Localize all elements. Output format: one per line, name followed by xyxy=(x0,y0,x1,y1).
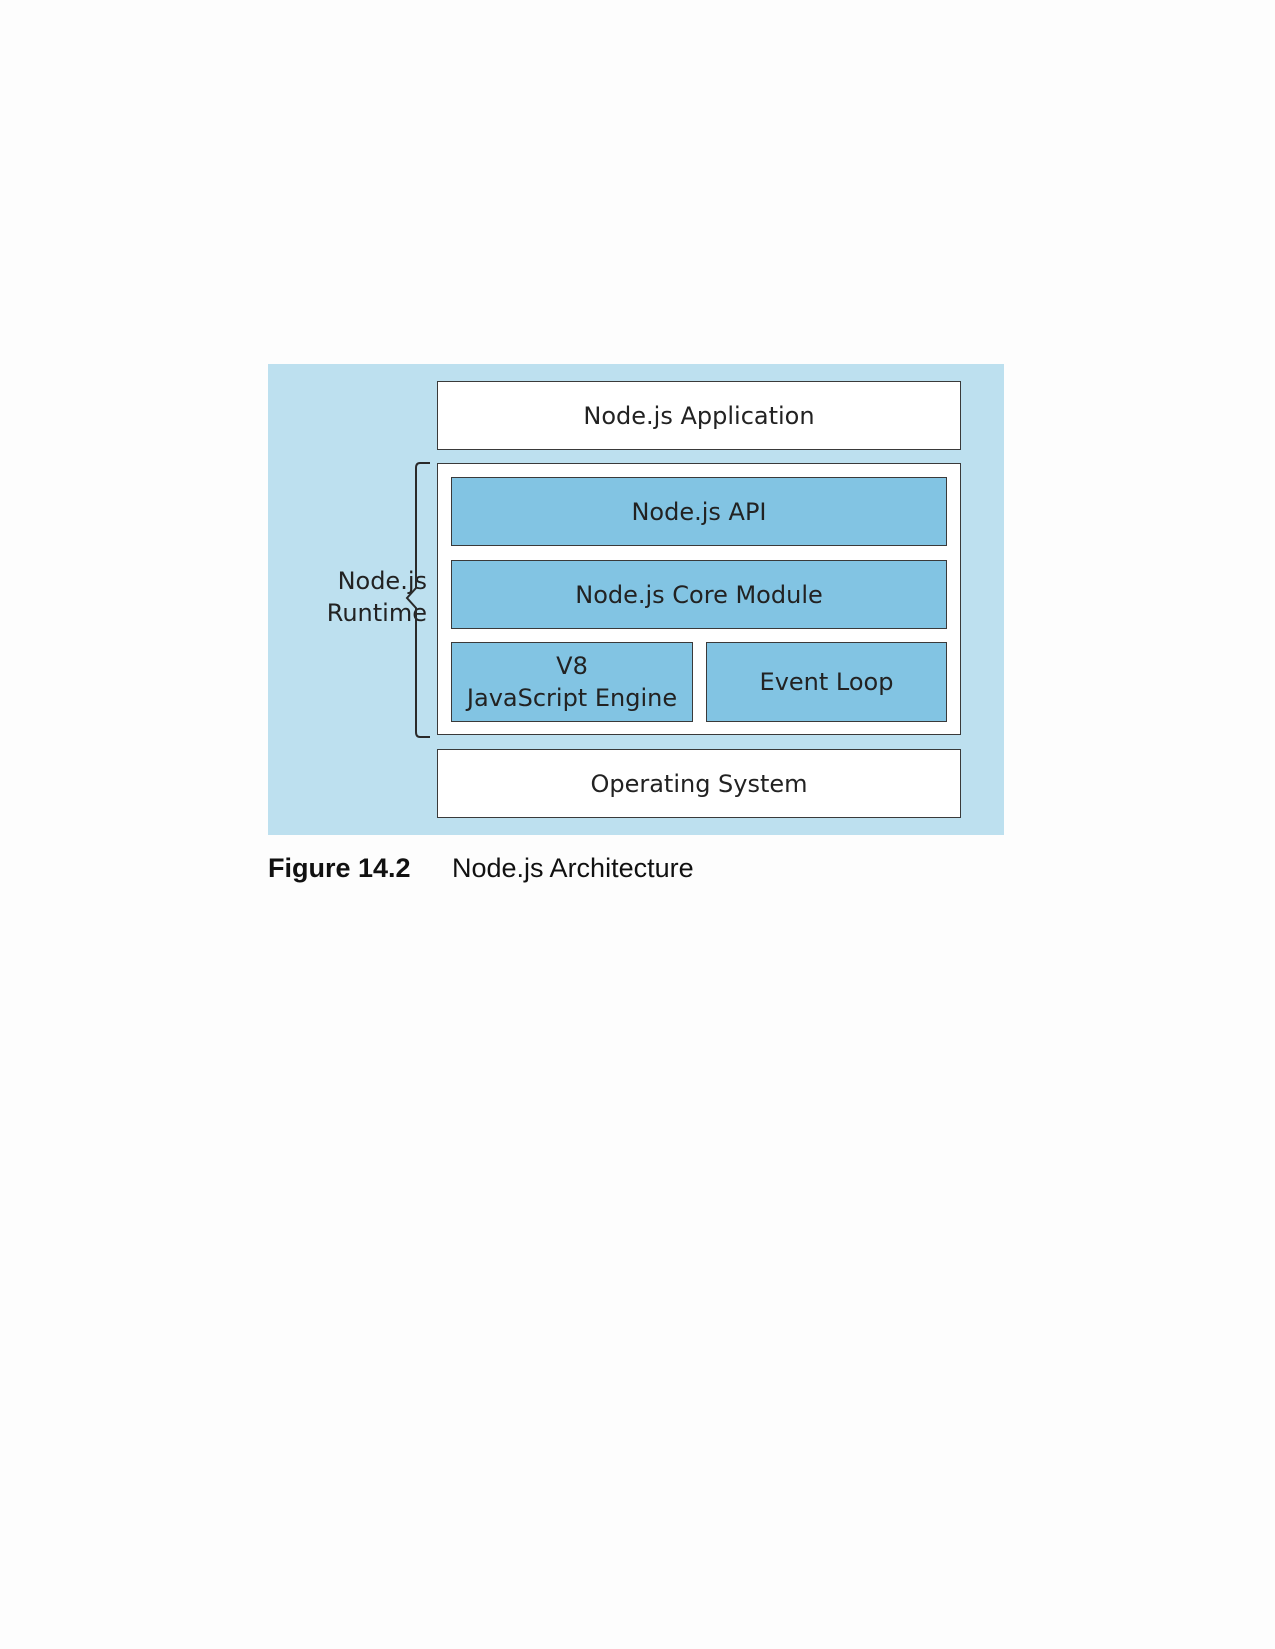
application-layer-box: Node.js Application xyxy=(437,381,961,450)
runtime-brace-icon xyxy=(405,462,430,738)
core-module-label: Node.js Core Module xyxy=(575,580,823,609)
v8-engine-box: V8 JavaScript Engine xyxy=(451,642,693,722)
api-label: Node.js API xyxy=(631,497,767,526)
event-loop-label: Event Loop xyxy=(759,668,894,696)
core-module-box: Node.js Core Module xyxy=(451,560,947,629)
operating-system-layer-box: Operating System xyxy=(437,749,961,818)
runtime-label-line-2: Runtime xyxy=(326,599,427,627)
figure-number: Figure 14.2 xyxy=(268,853,411,883)
runtime-label-line-1: Node.js xyxy=(337,567,427,595)
operating-system-label: Operating System xyxy=(590,769,808,798)
application-layer-label: Node.js Application xyxy=(583,401,815,430)
figure-title: Node.js Architecture xyxy=(452,853,694,883)
javascript-engine-label: JavaScript Engine xyxy=(466,684,678,712)
runtime-label: Node.js Runtime xyxy=(327,565,427,629)
v8-label: V8 xyxy=(556,652,588,680)
event-loop-box: Event Loop xyxy=(706,642,947,722)
figure-caption: Figure 14.2 Node.js Architecture xyxy=(268,853,694,884)
api-box: Node.js API xyxy=(451,477,947,546)
